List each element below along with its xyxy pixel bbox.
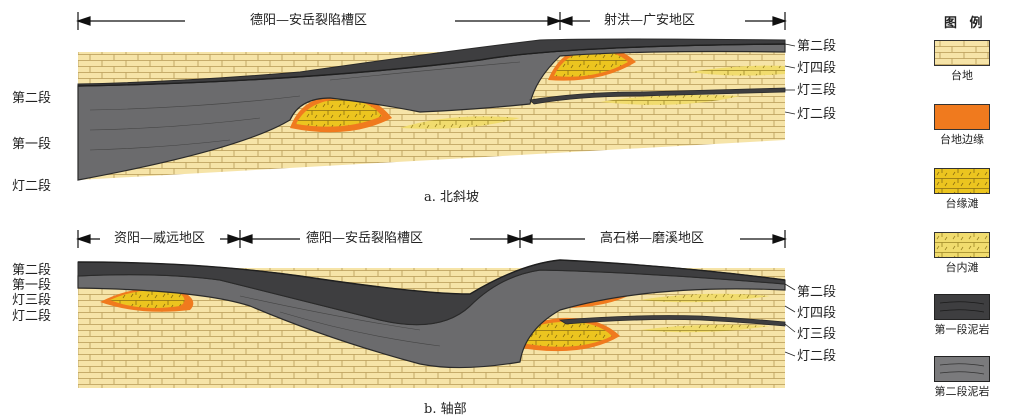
panel-b-left-label-member1: 第一段: [12, 278, 52, 293]
panel-a-deng3-band: [529, 87, 786, 105]
legend-item-platform: 台地: [922, 40, 1002, 82]
panel-b-left-label-deng3: 灯三段: [12, 293, 52, 308]
legend-item-margin-shoal: 台缘滩: [922, 168, 1002, 210]
legend-label-platform: 台地: [951, 69, 973, 82]
panel-a-right-label-member2: 第二段: [797, 39, 837, 54]
panel-b-right-label-deng4: 灯四段: [797, 306, 837, 321]
legend-swatch-platform: [934, 40, 990, 66]
legend-item-platform-edge: 台地边缘: [922, 104, 1002, 146]
legend-label-member2-mudstone: 第二段泥岩: [934, 385, 990, 398]
panel-a-left-label-deng2: 灯二段: [12, 179, 52, 194]
panel-a-right-label-deng2: 灯二段: [797, 107, 837, 122]
panel-a-inner-shoal-3: [690, 65, 785, 76]
legend-label-platform-edge: 台地边缘: [940, 133, 984, 146]
panel-a-right-label-deng4: 灯四段: [797, 61, 837, 76]
panel-a-left-label-member1: 第一段: [12, 137, 52, 152]
legend-item-member1-mudstone: 第一段泥岩: [922, 294, 1002, 336]
panel-b-margin-shoal-1: [110, 290, 185, 308]
panel-b-region-right: 高石梯—磨溪地区: [596, 232, 709, 246]
dimension-arrows: [76, 12, 787, 248]
legend-swatch-member2-mudstone: [934, 356, 990, 382]
panel-b-left-label-deng2: 灯二段: [12, 309, 52, 324]
panel-b-inner-shoal-1: [640, 293, 770, 303]
legend-title: 图 例: [944, 16, 987, 31]
legend-item-inner-shoal: 台内滩: [922, 232, 1002, 274]
legend-label-inner-shoal: 台内滩: [945, 261, 979, 274]
panel-a-left-label-member2: 第二段: [12, 91, 52, 106]
panel-a-margin-shoal-2: [554, 50, 628, 77]
panel-b: [77, 259, 786, 388]
panel-b-margin-shoal-3: [516, 321, 612, 347]
panel-a-margin-shoal-1: [296, 99, 382, 127]
panel-a-region-right: 射洪—广安地区: [600, 14, 700, 28]
panel-a-caption: a. 北斜坡: [424, 190, 480, 205]
legend-item-member2-mudstone: 第二段泥岩: [922, 356, 1002, 398]
legend-swatch-member1-mudstone: [934, 294, 990, 320]
legend-label-member1-mudstone: 第一段泥岩: [934, 323, 990, 336]
panel-b-caption: b. 轴部: [424, 402, 467, 417]
panel-b-right-label-deng2: 灯二段: [797, 349, 837, 364]
panel-b-region-left: 资阳—威远地区: [110, 232, 210, 246]
legend-swatch-inner-shoal: [934, 232, 990, 258]
panel-b-region-mid: 德阳—安岳裂陷槽区: [302, 232, 428, 246]
panel-a-inner-shoal-2: [600, 94, 740, 105]
panel-b-deng3-band: [558, 315, 786, 327]
panel-b-inner-shoal-2: [640, 324, 770, 333]
panel-a-inner-shoal-1: [400, 116, 520, 129]
panel-b-right-label-member2: 第二段: [797, 285, 837, 300]
panel-a: [77, 38, 786, 181]
legend-swatch-margin-shoal: [934, 168, 990, 194]
panel-b-left-label-member2: 第二段: [12, 263, 52, 278]
panel-a-region-left: 德阳—安岳裂陷槽区: [246, 14, 372, 28]
panel-b-right-label-deng3: 灯三段: [797, 327, 837, 342]
label-leaders: [784, 43, 796, 357]
panel-a-right-label-deng3: 灯三段: [797, 83, 837, 98]
legend-label-margin-shoal: 台缘滩: [945, 197, 979, 210]
legend-swatch-platform-edge: [934, 104, 990, 130]
